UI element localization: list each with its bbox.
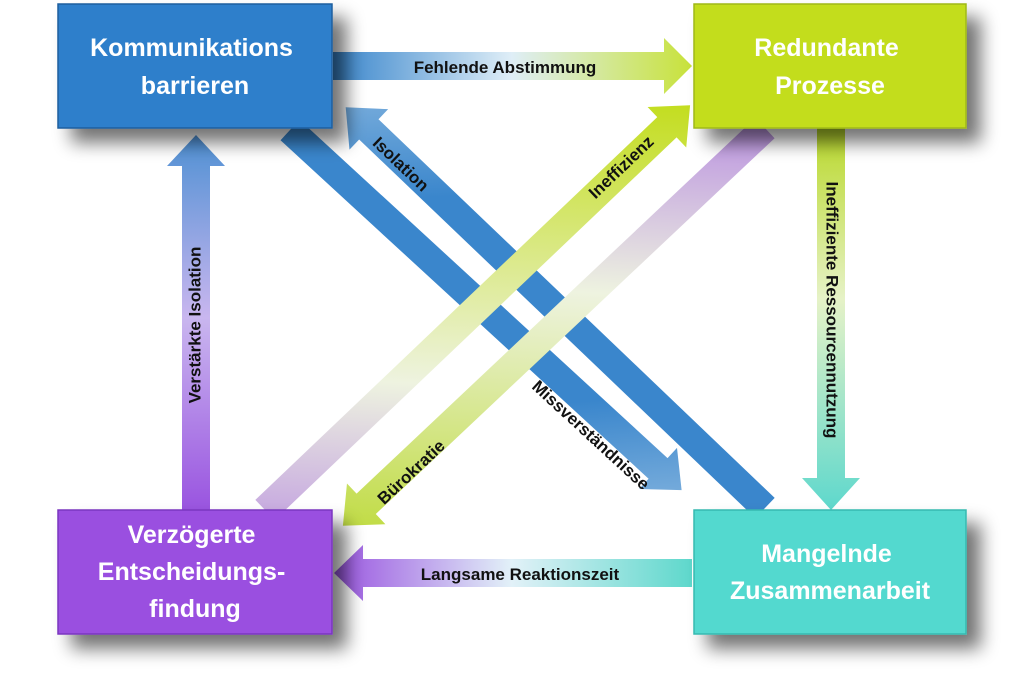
edge-ineffiziente-ressourcennutzung: Ineffiziente Ressourcennutzung [802, 128, 860, 510]
arrow-fehlende-abstimmung [333, 38, 692, 94]
edge-fehlende-abstimmung: Fehlende Abstimmung [333, 38, 692, 94]
label-verzoegerte-line-3: findung [149, 595, 241, 623]
box-mangelnde-zusammenarbeit [693, 509, 967, 635]
box-kommunikationsbarrieren [57, 3, 333, 129]
label-verzoegerte-line-1: Verzögerte [128, 521, 256, 549]
node-kommunikationsbarrieren: Kommunikations barrieren [57, 3, 333, 129]
label-kommunikationsbarrieren-line-1: Kommunikations [90, 34, 293, 62]
arrow-langsame-reaktionszeit [334, 545, 692, 601]
node-redundante-prozesse: Redundante Prozesse [693, 3, 967, 129]
label-langsame-reaktionszeit: Langsame Reaktionszeit [421, 565, 620, 584]
edge-ineffizienz [255, 105, 691, 521]
label-verzoegerte-line-2: Entscheidungs- [98, 558, 286, 586]
label-mangelnde-line-1: Mangelnde [761, 540, 892, 568]
label-mangelnde-line-2: Zusammenarbeit [730, 577, 931, 605]
edge-langsame-reaktionszeit: Langsame Reaktionszeit [334, 545, 692, 601]
label-redundante-prozesse-line-1: Redundante [754, 34, 899, 62]
arrow-verstaerkte-isolation [167, 135, 225, 510]
label-ineffizienz: Ineffizienz [585, 132, 658, 202]
edge-buerokratie [342, 117, 775, 526]
label-redundante-prozesse-line-2: Prozesse [775, 72, 885, 100]
label-ineffiziente-ressourcennutzung: Ineffiziente Ressourcennutzung [823, 182, 842, 439]
edges: Fehlende Abstimmung Ineffiziente Ressour… [167, 38, 860, 601]
label-verstaerkte-isolation: Verstärkte Isolation [185, 247, 204, 404]
label-verzoegerte-entscheidungsfindung: Verzögerte Entscheidungs- findung [98, 521, 292, 623]
box-redundante-prozesse [693, 3, 967, 129]
arrow-ineffizienz [255, 105, 691, 521]
label-fehlende-abstimmung: Fehlende Abstimmung [414, 58, 597, 77]
label-mangelnde-zusammenarbeit: Mangelnde Zusammenarbeit [730, 540, 931, 605]
nodes: Kommunikations barrieren Redundante Proz… [57, 3, 967, 635]
arrow-ineffiziente-ressourcennutzung [802, 128, 860, 510]
arrow-buerokratie [342, 117, 775, 526]
label-redundante-prozesse: Redundante Prozesse [754, 34, 905, 100]
box-verzoegerte-entscheidungsfindung [57, 509, 333, 635]
node-mangelnde-zusammenarbeit: Mangelnde Zusammenarbeit [693, 509, 967, 635]
label-kommunikationsbarrieren-line-2: barrieren [141, 72, 249, 100]
label-kommunikationsbarrieren: Kommunikations barrieren [90, 34, 300, 100]
edge-verstaerkte-isolation: Verstärkte Isolation [167, 135, 225, 510]
node-verzoegerte-entscheidungsfindung: Verzögerte Entscheidungs- findung [57, 509, 333, 635]
